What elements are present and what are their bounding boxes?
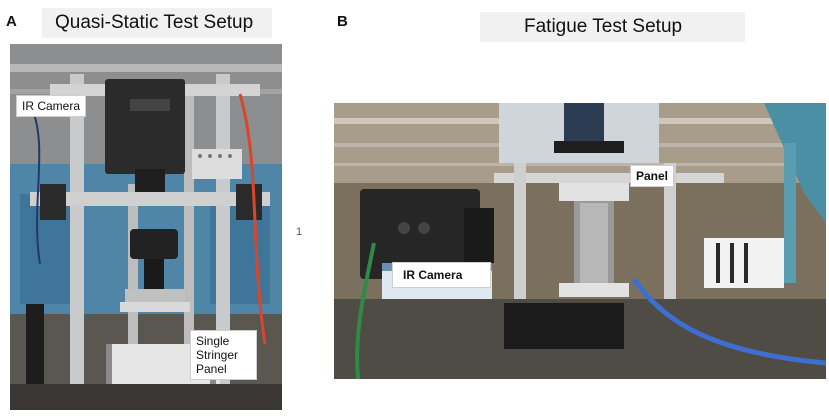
fatigue-setup-photo [334, 103, 826, 379]
panel-a-ir-camera-label: IR Camera [16, 95, 87, 117]
panel-a-specimen-label: Single Stringer Panel [190, 330, 257, 380]
panel-b-ir-camera-label: IR Camera [392, 262, 492, 288]
panel-a-letter: A [6, 13, 17, 30]
panel-a-title-background [42, 8, 272, 38]
panel-a-title: Quasi-Static Test Setup [55, 12, 254, 33]
stray-mark: 1 [296, 226, 303, 238]
panel-b-letter: B [337, 13, 348, 30]
panel-b-title: Fatigue Test Setup [524, 16, 683, 37]
panel-b-specimen-label: Panel [630, 165, 675, 187]
panel-b-title-background [480, 12, 745, 42]
fatigue-setup-illustration [334, 103, 826, 379]
